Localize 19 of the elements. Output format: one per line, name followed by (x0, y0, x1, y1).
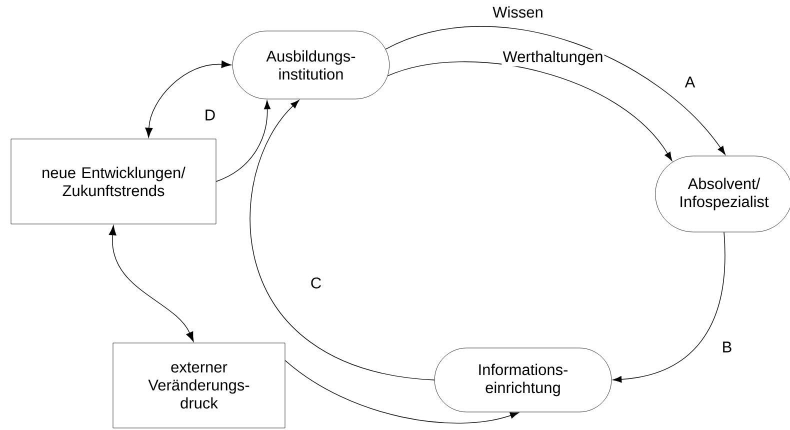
arrow (385, 26, 726, 155)
arrow (387, 61, 672, 161)
rectangle-box: neue Entwicklungen/ Zukunftstrends (10, 138, 216, 224)
arrow (250, 100, 435, 380)
edge-label: Wissen (492, 5, 544, 19)
arrow (216, 100, 271, 182)
rounded-box: Ausbildungs- institution (232, 30, 390, 100)
edge-label: Werthaltungen (502, 50, 604, 66)
section-letter: D (206, 110, 215, 120)
section-letter: C (311, 278, 321, 288)
arrow (108, 225, 194, 342)
rounded-box: Informations- einrichtung (434, 348, 612, 412)
arrow (284, 360, 519, 424)
section-letter: A (684, 76, 696, 88)
rectangle-box: externer Veränderungs- druck (112, 342, 286, 428)
rounded-box: Absolvent/ Infospezialist (655, 156, 790, 232)
arrow (612, 232, 726, 383)
section-letter: B (723, 342, 732, 352)
arrow (145, 60, 232, 138)
